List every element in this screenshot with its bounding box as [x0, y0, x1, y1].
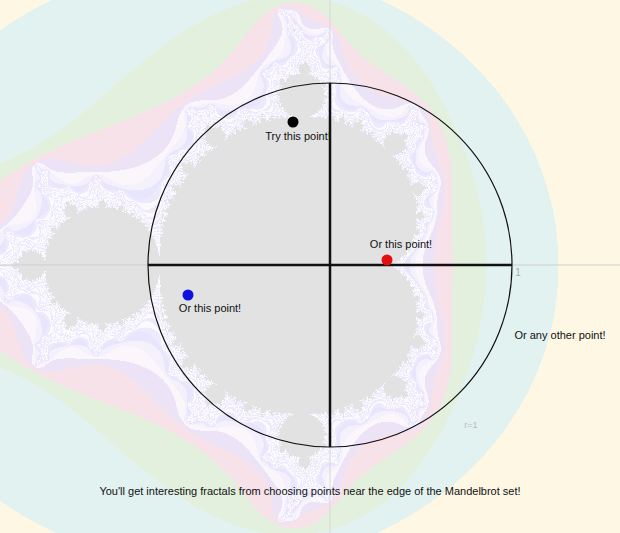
footer-note: You'll get interesting fractals from cho…	[99, 485, 520, 498]
black-point	[288, 117, 299, 128]
axis-tick-label: 1	[515, 266, 521, 279]
point-label: Try this point!	[265, 130, 331, 143]
point-label: Or this point!	[370, 238, 432, 251]
note-label: Or any other point!	[514, 329, 605, 342]
red-point	[382, 255, 393, 266]
unit-circle	[148, 83, 512, 447]
faint-axis	[330, 0, 331, 533]
radius-label: r=1	[464, 419, 477, 432]
point-label: Or this point!	[179, 302, 241, 315]
faint-axis	[0, 265, 620, 266]
blue-point	[183, 290, 194, 301]
